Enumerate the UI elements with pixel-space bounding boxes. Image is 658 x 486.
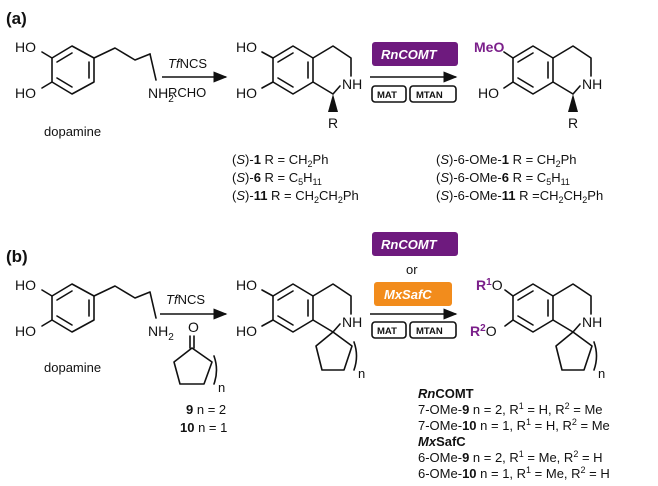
- ketone-o: O: [188, 319, 199, 335]
- result-6ome-9: 6-OMe-9 n = 2, R1 = Me, R2 = H: [418, 449, 603, 465]
- thiq-a-nh: NH: [342, 76, 362, 92]
- thiq-a-structure: HO HO NH R: [236, 39, 362, 131]
- methyl-thiq-a-nh: NH: [582, 76, 602, 92]
- cofactor-a-mat-box: [371, 85, 407, 103]
- product-a-1: (S)-6-OMe-1 R = CH2Ph: [436, 152, 576, 169]
- dopamine-a-ho-top: HO: [15, 39, 36, 55]
- methyl-spiro-nh: NH: [582, 314, 602, 330]
- substrate-a-11: (S)-11 R = CH2CH2Ph: [232, 188, 359, 205]
- spiro-b-ho-bottom: HO: [236, 323, 257, 339]
- enzyme-a-box: [372, 42, 458, 66]
- substrate-a-6: (S)-6 R = C5H11: [232, 170, 322, 187]
- cofactor-b-mat: MAT: [377, 326, 397, 337]
- result-7ome-10: 7-OMe-10 n = 1, R1 = H, R2 = Me: [418, 417, 610, 433]
- methyl-spiro-r1: R1O: [476, 277, 503, 293]
- result-enzyme-rncomt: RnCOMT: [418, 386, 474, 401]
- spiro-b-nh: NH: [342, 314, 362, 330]
- panel-a-label: (a): [6, 9, 27, 28]
- methyl-thiq-a-structure: MeO HO NH R: [474, 39, 602, 131]
- thiq-a-ho-top: HO: [236, 39, 257, 55]
- dopamine-b-ho-bottom: HO: [15, 323, 36, 339]
- methyl-thiq-a-ho: HO: [478, 85, 499, 101]
- methyl-spiro-n: n: [598, 366, 605, 381]
- result-enzyme-mxsafc: MxSafC: [418, 434, 466, 449]
- enzyme-b2-name: MxSafC: [384, 287, 432, 302]
- ketone-n: n: [218, 380, 225, 395]
- methyl-spiro-b-structure: R1O R2O NH n: [470, 277, 605, 381]
- cofactor-a-mtan-box: [409, 85, 457, 103]
- ketone-10: 10 n = 1: [180, 420, 227, 435]
- panel-b-label: (b): [6, 247, 28, 266]
- cofactor-b-mtan-box: [409, 321, 457, 339]
- dopamine-a-ho-bottom: HO: [15, 85, 36, 101]
- cofactor-b-mtan: MTAN: [416, 326, 443, 337]
- dopamine-b-ho-top: HO: [15, 277, 36, 293]
- reagent-a-rcho: RCHO: [168, 85, 206, 100]
- product-a-11: (S)-6-OMe-11 R =CH2CH2Ph: [436, 188, 603, 205]
- product-a-6: (S)-6-OMe-6 R = C5H11: [436, 170, 570, 187]
- cofactor-a-mtan: MTAN: [416, 90, 443, 101]
- ketone-9: 9 n = 2: [186, 402, 226, 417]
- reagent-b-tfncs: TfNCS: [166, 292, 205, 307]
- spiro-b-ho-top: HO: [236, 277, 257, 293]
- result-6ome-10: 6-OMe-10 n = 1, R1 = Me, R2 = H: [418, 465, 610, 481]
- dopamine-a-name: dopamine: [44, 124, 101, 139]
- enzyme-b2-box: [374, 282, 452, 306]
- dopamine-b-nh2: NH2: [148, 323, 174, 343]
- result-7ome-9: 7-OMe-9 n = 2, R1 = H, R2 = Me: [418, 401, 603, 417]
- enzyme-or: or: [406, 262, 418, 277]
- thiq-a-ho-bottom: HO: [236, 85, 257, 101]
- enzyme-a-name: RnCOMT: [381, 47, 438, 62]
- spiro-thiq-b-structure: HO HO NH n: [236, 277, 365, 381]
- thiq-a-r: R: [328, 115, 338, 131]
- dopamine-a-structure: HO HO NH2: [15, 39, 174, 105]
- cofactor-b-mat-box: [371, 321, 407, 339]
- enzyme-b1-name: RnCOMT: [381, 237, 438, 252]
- enzyme-b1-box: [372, 232, 458, 256]
- substrate-a-1: (S)-1 R = CH2Ph: [232, 152, 328, 169]
- methyl-thiq-a-r: R: [568, 115, 578, 131]
- dopamine-a-nh2: NH2: [148, 85, 174, 105]
- dopamine-b-structure: HO HO NH2: [15, 277, 174, 343]
- methyl-thiq-a-meo: MeO: [474, 39, 504, 55]
- methyl-spiro-r2: R2O: [470, 323, 497, 339]
- cofactor-a-mat: MAT: [377, 90, 397, 101]
- spiro-b-n: n: [358, 366, 365, 381]
- reagent-a-tfncs: TfNCS: [168, 56, 207, 71]
- cycloketone-structure: O n: [173, 319, 225, 395]
- dopamine-b-name: dopamine: [44, 360, 101, 375]
